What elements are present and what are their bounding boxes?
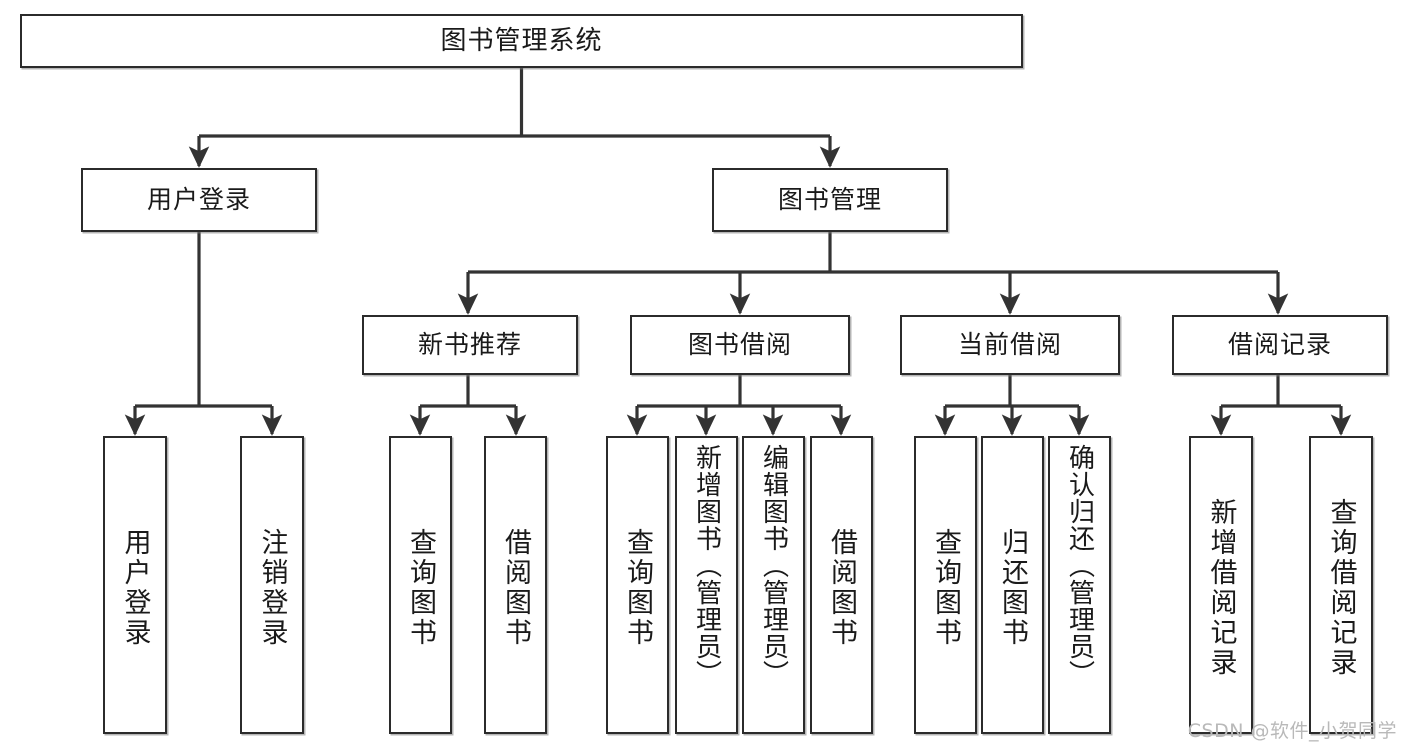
node-leaf-logout[interactable]: 注销登录: [240, 436, 304, 734]
node-leaf-borrow-book[interactable]: 借阅图书: [810, 436, 873, 734]
node-leaf-add-book-label: 新增图书（管理员）: [691, 444, 722, 687]
node-borrow-record[interactable]: 借阅记录: [1172, 315, 1388, 375]
node-leaf-edit-book[interactable]: 编辑图书（管理员）: [742, 436, 805, 734]
node-new-book-recommend[interactable]: 新书推荐: [362, 315, 578, 375]
node-leaf-query-record[interactable]: 查询借阅记录: [1309, 436, 1373, 734]
node-leaf-query-book-rec-label: 查询图书: [405, 528, 436, 648]
node-leaf-query-book-borrow[interactable]: 查询图书: [606, 436, 669, 734]
node-leaf-confirm-return-label: 确认归还（管理员）: [1064, 444, 1095, 687]
node-user-login[interactable]: 用户登录: [81, 168, 317, 232]
node-borrow-record-label: 借阅记录: [1227, 330, 1332, 360]
node-leaf-query-book-cur-label: 查询图书: [930, 528, 961, 648]
node-book-borrow[interactable]: 图书借阅: [630, 315, 850, 375]
node-leaf-confirm-return[interactable]: 确认归还（管理员）: [1048, 436, 1111, 734]
node-leaf-add-book[interactable]: 新增图书（管理员）: [675, 436, 738, 734]
node-leaf-query-book-rec[interactable]: 查询图书: [389, 436, 452, 734]
node-leaf-return-book[interactable]: 归还图书: [981, 436, 1044, 734]
node-book-borrow-label: 图书借阅: [687, 330, 792, 360]
node-current-borrow-label: 当前借阅: [957, 330, 1062, 360]
node-leaf-borrow-book-rec-label: 借阅图书: [500, 528, 531, 648]
node-leaf-query-record-label: 查询借阅记录: [1325, 498, 1357, 678]
node-leaf-borrow-book-rec[interactable]: 借阅图书: [484, 436, 547, 734]
node-leaf-user-login[interactable]: 用户登录: [103, 436, 167, 734]
node-leaf-query-book-borrow-label: 查询图书: [622, 528, 653, 648]
node-root[interactable]: 图书管理系统: [20, 14, 1023, 68]
node-new-book-recommend-label: 新书推荐: [417, 330, 522, 360]
node-leaf-edit-book-label: 编辑图书（管理员）: [758, 444, 789, 687]
node-current-borrow[interactable]: 当前借阅: [900, 315, 1120, 375]
node-user-login-label: 用户登录: [146, 185, 251, 215]
node-leaf-return-book-label: 归还图书: [997, 528, 1028, 648]
node-root-label: 图书管理系统: [440, 25, 603, 56]
node-leaf-add-record-label: 新增借阅记录: [1205, 498, 1237, 678]
node-leaf-user-login-label: 用户登录: [119, 528, 151, 648]
node-book-management[interactable]: 图书管理: [712, 168, 948, 232]
node-leaf-add-record[interactable]: 新增借阅记录: [1189, 436, 1253, 734]
node-book-management-label: 图书管理: [777, 185, 882, 215]
node-leaf-logout-label: 注销登录: [256, 528, 288, 648]
node-leaf-query-book-cur[interactable]: 查询图书: [914, 436, 977, 734]
node-leaf-borrow-book-label: 借阅图书: [826, 528, 857, 648]
watermark-text: CSDN @软件_小贺同学: [1187, 720, 1397, 742]
